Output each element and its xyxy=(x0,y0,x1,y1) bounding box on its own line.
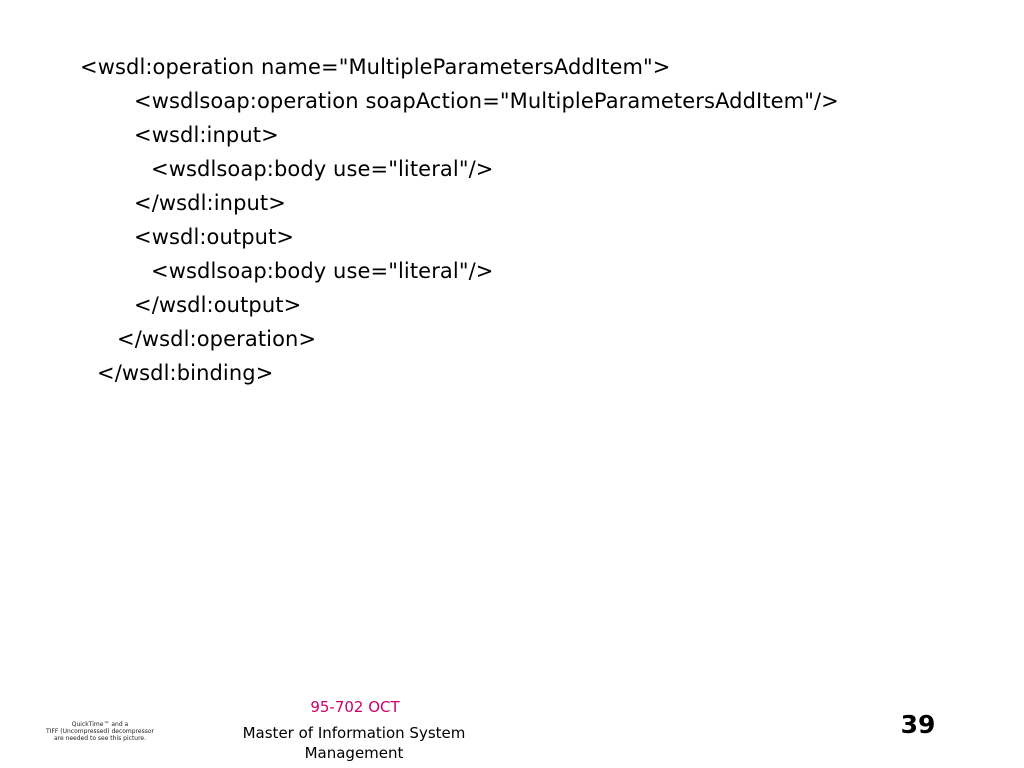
quicktime-placeholder-image: QuickTime™ and a TIFF (Uncompressed) dec… xyxy=(44,721,156,742)
code-line-1: <wsdl:operation name="MultipleParameters… xyxy=(80,55,671,79)
code-line-3: <wsdl:input> xyxy=(134,123,279,147)
slide-number: 39 xyxy=(900,710,936,739)
code-line-6: <wsdl:output> xyxy=(134,225,295,249)
code-listing: <wsdl:operation name="MultipleParameters… xyxy=(80,55,839,385)
footer-course-code: 95-702 OCT xyxy=(310,698,400,716)
quicktime-note-line-3: are needed to see this picture. xyxy=(53,735,147,742)
code-line-10: </wsdl:binding> xyxy=(97,361,274,385)
code-line-5: </wsdl:input> xyxy=(134,191,286,215)
code-line-4: <wsdlsoap:body use="literal"/> xyxy=(151,157,494,181)
quicktime-note-line-1: QuickTime™ and a xyxy=(71,721,129,728)
footer-program-name: Master of Information System Management xyxy=(242,724,466,762)
code-line-2: <wsdlsoap:operation soapAction="Multiple… xyxy=(134,89,839,113)
code-line-9: </wsdl:operation> xyxy=(117,327,317,351)
code-line-8: </wsdl:output> xyxy=(134,293,302,317)
code-line-7: <wsdlsoap:body use="literal"/> xyxy=(151,259,494,283)
quicktime-note-line-2: TIFF (Uncompressed) decompressor xyxy=(46,728,154,735)
